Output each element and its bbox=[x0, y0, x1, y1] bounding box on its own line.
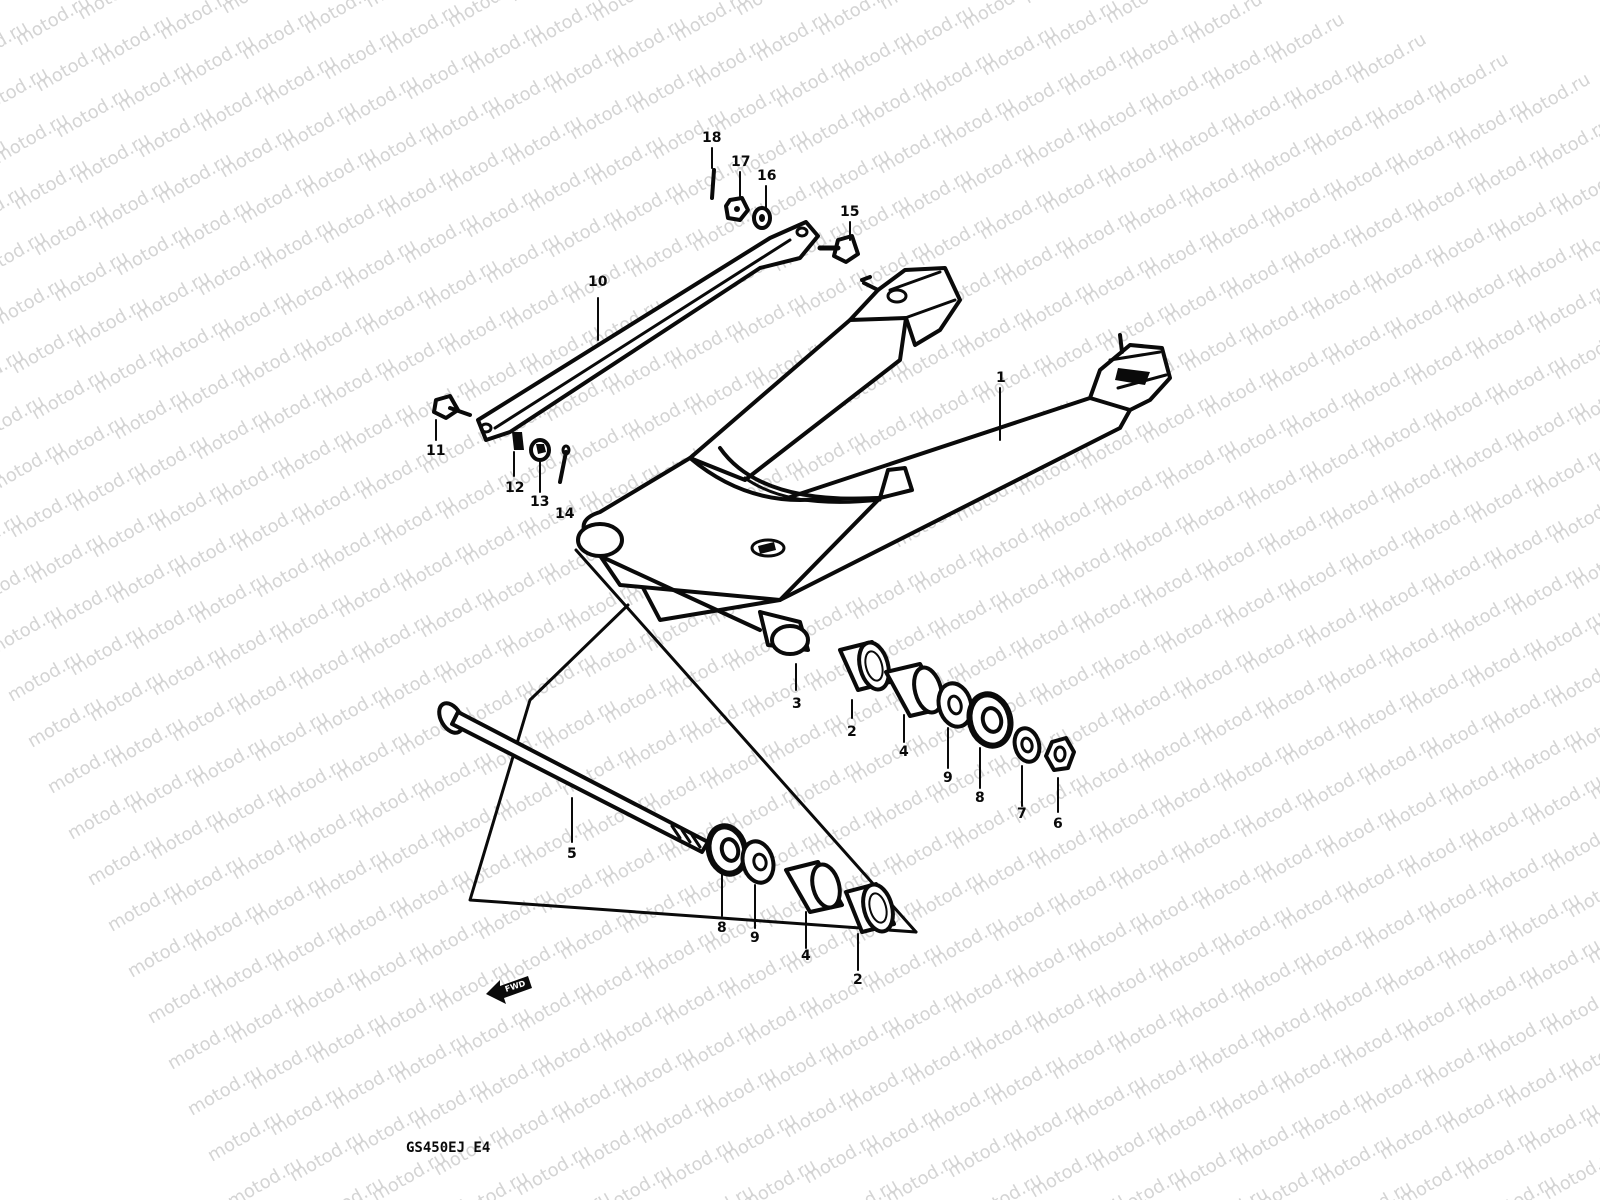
hardware-12 bbox=[512, 432, 524, 450]
hardware-11 bbox=[432, 394, 472, 420]
hardware-16 bbox=[752, 206, 772, 230]
watermark-text: motod.ru bbox=[1512, 69, 1594, 128]
part-label-4: 4 bbox=[899, 744, 909, 760]
hardware-14 bbox=[558, 444, 571, 484]
pivot-bearing-stack-right bbox=[838, 640, 1076, 772]
diagram-code: GS450EJ E4 bbox=[406, 1140, 490, 1156]
part-label-10: 10 bbox=[588, 274, 608, 290]
part-label-7: 7 bbox=[1017, 806, 1027, 822]
watermark-text: motod.ru bbox=[1046, 1189, 1128, 1200]
part-label-16: 16 bbox=[757, 168, 776, 184]
part-label-3: 3 bbox=[792, 696, 802, 712]
watermark-text: motod.ru bbox=[1522, 935, 1600, 994]
part-label-11: 11 bbox=[426, 443, 445, 459]
part-label-13: 13 bbox=[530, 494, 549, 510]
assembly-guide-lines bbox=[468, 548, 918, 934]
hardware-13 bbox=[529, 438, 551, 462]
watermark-text: motod.ru bbox=[1334, 1177, 1416, 1200]
pivot-bolt bbox=[437, 701, 710, 854]
part-label-18: 18 bbox=[702, 130, 721, 146]
part-label-17: 17 bbox=[731, 154, 750, 170]
watermark-text: motod.ru bbox=[1430, 49, 1512, 108]
watermark-text: motod.ru bbox=[676, 1181, 758, 1200]
part-label-4: 4 bbox=[801, 948, 811, 964]
watermark-text: motod.ru bbox=[1190, 1183, 1272, 1200]
hardware-17 bbox=[724, 196, 750, 222]
part-label-15: 15 bbox=[840, 204, 859, 220]
hardware-18 bbox=[710, 168, 716, 200]
part-label-12: 12 bbox=[505, 480, 524, 496]
part-label-2: 2 bbox=[847, 724, 857, 740]
watermark-text: motod.ru bbox=[1520, 1099, 1600, 1158]
watermark-text: motod.ru bbox=[1348, 29, 1430, 88]
label-leaders bbox=[435, 147, 1059, 971]
pivot-bearing-stack-left bbox=[705, 823, 896, 934]
watermark-text: motod.ru bbox=[1266, 9, 1348, 68]
part-label-1: 1 bbox=[996, 370, 1006, 386]
part-label-2: 2 bbox=[853, 972, 863, 988]
swingarm bbox=[576, 266, 1172, 632]
direction-arrow-icon: FWD bbox=[486, 976, 532, 1004]
torque-link bbox=[476, 220, 820, 442]
part-label-8: 8 bbox=[717, 920, 727, 936]
pivot-collar bbox=[758, 610, 810, 656]
watermark-text: motod.ru bbox=[306, 1173, 388, 1200]
hardware-15 bbox=[817, 234, 860, 264]
part-label-6: 6 bbox=[1053, 816, 1063, 832]
part-label-8: 8 bbox=[975, 790, 985, 806]
part-label-14: 14 bbox=[555, 506, 575, 522]
watermark-text: motod.ru bbox=[388, 1193, 470, 1200]
part-label-9: 9 bbox=[750, 930, 760, 946]
part-number-labels: 1 2 2 3 4 4 5 6 7 8 8 9 9 10 11 12 13 14… bbox=[426, 130, 1063, 988]
watermark-text: motod.ru bbox=[532, 1187, 614, 1200]
part-label-9: 9 bbox=[943, 770, 953, 786]
part-label-5: 5 bbox=[567, 846, 577, 862]
watermark-text: motod.ru bbox=[1478, 1171, 1560, 1200]
watermark-text: motod.ru bbox=[224, 1153, 306, 1200]
watermark-text: motod.ru bbox=[820, 1175, 902, 1200]
